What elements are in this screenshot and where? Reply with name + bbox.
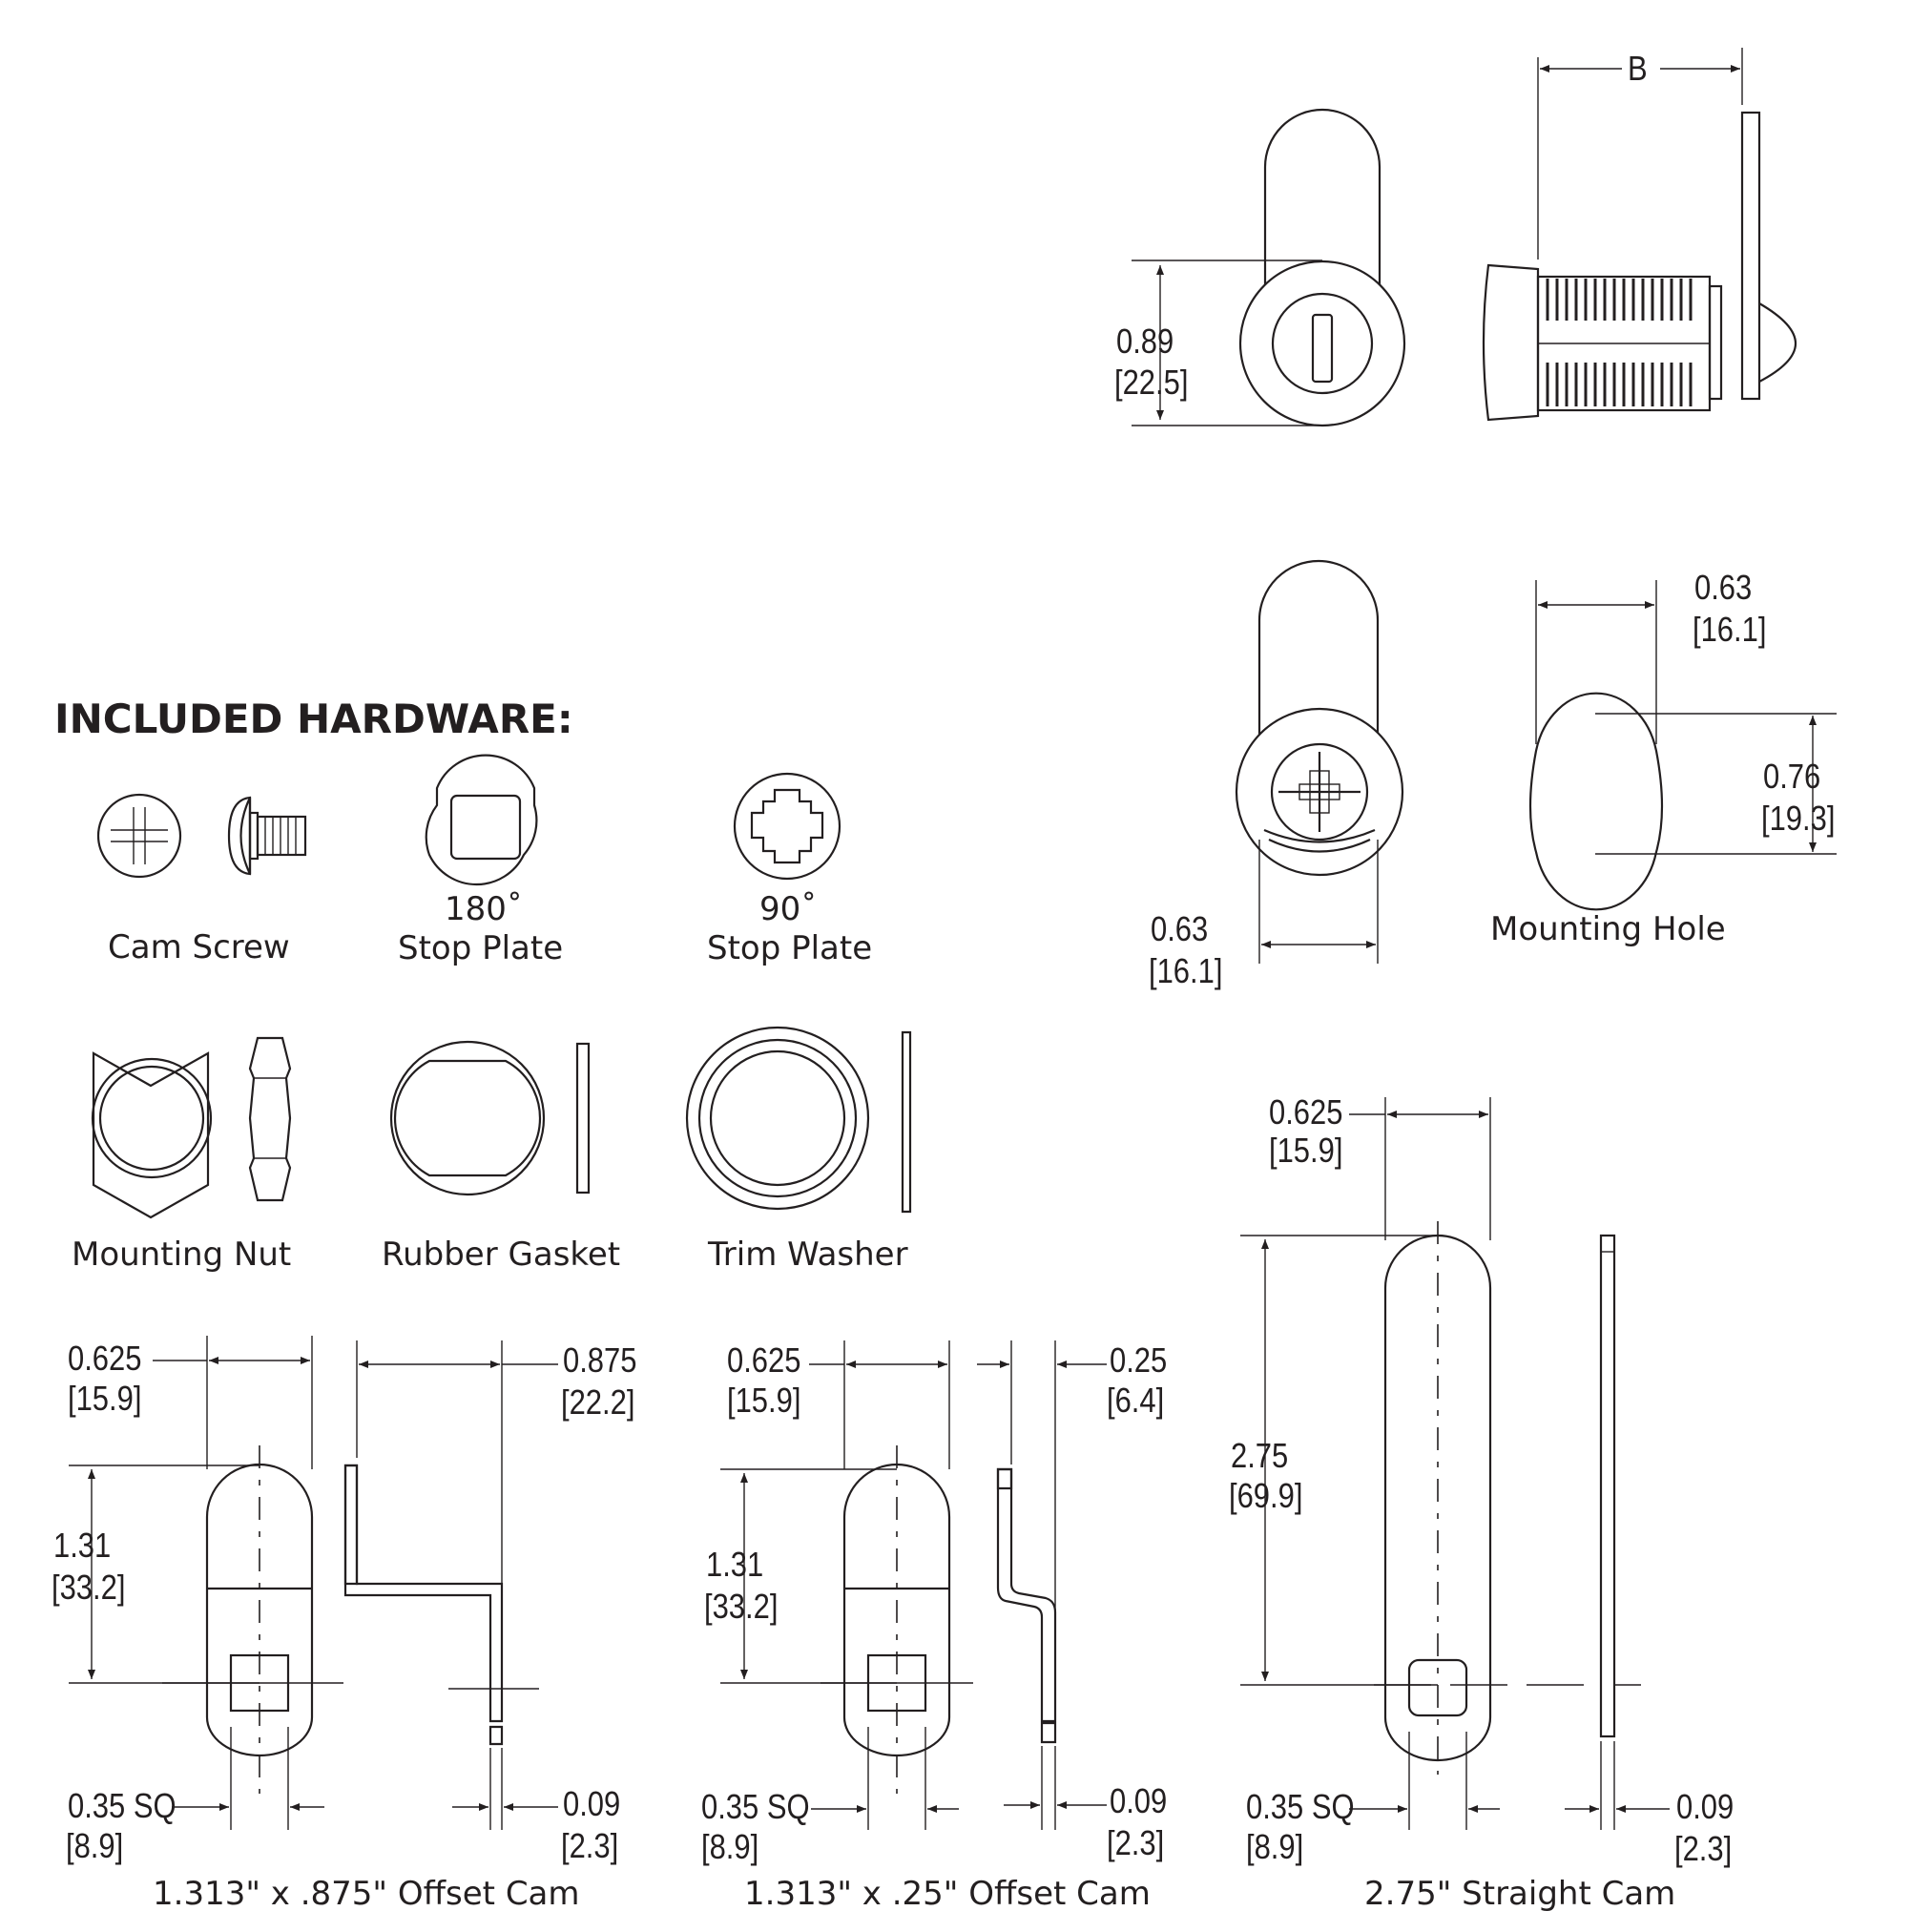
rubber-gasket-drawing [389, 1040, 591, 1196]
cam1-thick-in: 0.09 [563, 1786, 620, 1824]
cam2-offset-in: 0.25 [1110, 1342, 1167, 1381]
stop90-label: Stop Plate [707, 929, 872, 967]
cam2-thick-mm: [2.3] [1107, 1825, 1164, 1863]
straight-cam-drawing [1240, 1097, 1670, 1830]
hole-height-mm: [19.3] [1761, 800, 1835, 839]
cam3-length-in: 2.75 [1231, 1438, 1288, 1476]
face-diam-mm: [22.5] [1114, 364, 1188, 403]
stop90-deg: 90˚ [759, 890, 817, 928]
cam1-width-mm: [15.9] [68, 1381, 141, 1419]
stop-plate-90-drawing [733, 772, 841, 881]
cam3-thick-mm: [2.3] [1674, 1831, 1732, 1869]
rear-width-in: 0.63 [1151, 911, 1208, 949]
cam3-length-mm: [69.9] [1229, 1478, 1302, 1516]
cam3-width-in: 0.625 [1269, 1094, 1342, 1132]
mounting-nut-label: Mounting Nut [72, 1236, 291, 1274]
rear-width-mm: [16.1] [1149, 953, 1222, 991]
cam2-thick-in: 0.09 [1110, 1783, 1167, 1821]
cam3-thick-in: 0.09 [1676, 1789, 1734, 1827]
thread-pattern [1546, 279, 1693, 406]
section-title: INCLUDED HARDWARE: [54, 696, 573, 742]
cam-screw-drawing [96, 793, 307, 879]
cam1-length-in: 1.31 [53, 1527, 111, 1566]
cam2-length-in: 1.31 [706, 1547, 763, 1585]
cam2-square-in: 0.35 SQ [701, 1789, 810, 1827]
cam3-square-in: 0.35 SQ [1246, 1789, 1355, 1827]
stop-plate-180-drawing [425, 754, 538, 886]
cam2-caption: 1.313" x .25" Offset Cam [744, 1875, 1151, 1913]
mounting-hole-label: Mounting Hole [1490, 910, 1726, 948]
cam2-square-mm: [8.9] [701, 1829, 758, 1867]
cam2-width-in: 0.625 [727, 1342, 800, 1381]
trim-washer-drawing [685, 1026, 912, 1214]
cam1-caption: 1.313" x .875" Offset Cam [153, 1875, 580, 1913]
cam1-length-mm: [33.2] [52, 1569, 125, 1608]
face-diam-in: 0.89 [1116, 323, 1174, 362]
hole-width-mm: [16.1] [1693, 612, 1766, 650]
lock-side-view [1482, 48, 1797, 422]
stop180-label: Stop Plate [398, 929, 563, 967]
cam2-width-mm: [15.9] [727, 1382, 800, 1421]
hole-width-in: 0.63 [1694, 570, 1752, 608]
trim-washer-label: Trim Washer [707, 1236, 908, 1274]
stop180-deg: 180˚ [445, 890, 523, 928]
lock-rear-view [1235, 559, 1404, 964]
cam1-thick-mm: [2.3] [561, 1828, 618, 1866]
cam1-offset-mm: [22.2] [561, 1384, 634, 1423]
offset-cam-25-drawing [720, 1340, 1107, 1830]
cam3-square-mm: [8.9] [1246, 1829, 1303, 1867]
cam-screw-label: Cam Screw [108, 928, 290, 966]
mounting-hole-drawing [1528, 580, 1837, 911]
mounting-nut-drawing [91, 1036, 292, 1219]
cam1-offset-in: 0.875 [563, 1342, 636, 1381]
cam2-offset-mm: [6.4] [1107, 1382, 1164, 1421]
cam1-square-in: 0.35 SQ [68, 1788, 177, 1826]
rubber-gasket-label: Rubber Gasket [382, 1236, 620, 1274]
offset-cam-875-drawing [69, 1336, 558, 1830]
lock-front-view [1132, 108, 1406, 427]
hole-height-in: 0.76 [1763, 758, 1820, 797]
cam2-length-mm: [33.2] [704, 1589, 778, 1627]
cam1-width-in: 0.625 [68, 1340, 141, 1379]
cam3-width-mm: [15.9] [1269, 1132, 1342, 1171]
cam1-square-mm: [8.9] [66, 1828, 123, 1866]
dim-b: B [1628, 51, 1648, 89]
cam3-caption: 2.75" Straight Cam [1364, 1875, 1675, 1913]
